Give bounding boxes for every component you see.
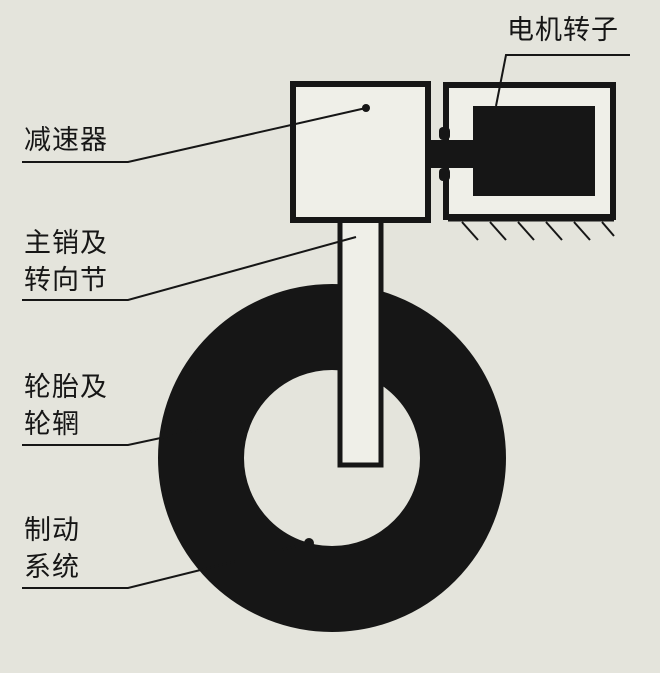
tire-and-rim (158, 284, 506, 632)
leader-reducer (22, 107, 367, 163)
leader-kingpin (22, 236, 357, 301)
bearing-bottom (439, 168, 450, 181)
tire-label-line2: 轮辋 (24, 409, 80, 440)
reducer-box (290, 81, 431, 223)
ground-hatch (448, 218, 615, 241)
leader-lines (22, 54, 630, 589)
leader-tire (22, 429, 199, 446)
reducer-label: 减速器 (24, 125, 108, 156)
brake-label-line2: 系统 (24, 552, 80, 583)
tire-label-line1: 轮胎及 (24, 372, 108, 403)
motor-rotor-block (473, 106, 595, 196)
kingpin-label-line1: 主销及 (24, 228, 108, 259)
kingpin-shaft (337, 217, 384, 468)
leader-brake (22, 542, 310, 589)
brake-label-line1: 制动 (24, 515, 80, 546)
bearing-top (439, 127, 450, 140)
motor-rotor-label: 电机转子 (507, 15, 619, 46)
tire-ring (158, 284, 506, 632)
kingpin-label-line2: 转向节 (24, 265, 108, 296)
coupling-shaft (428, 140, 474, 168)
leader-motor-rotor (495, 54, 630, 107)
